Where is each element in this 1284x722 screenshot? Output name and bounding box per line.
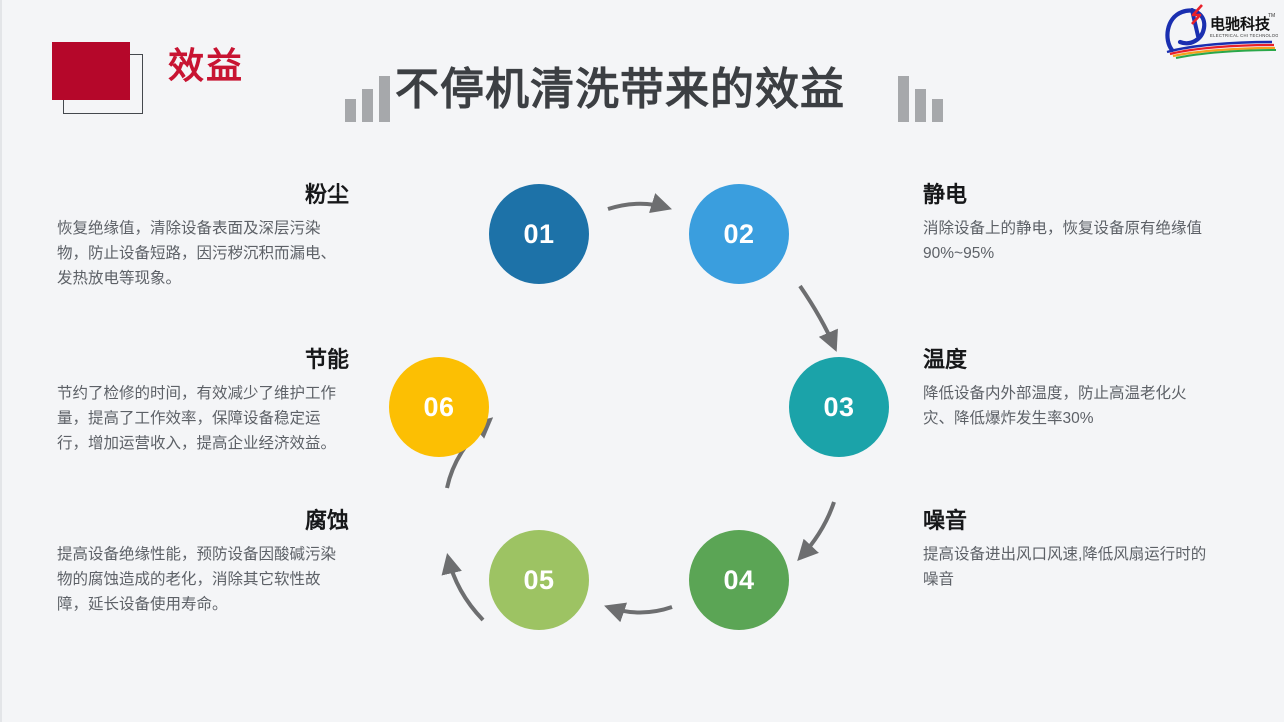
- cycle-node-02-label: 02: [723, 218, 755, 249]
- cycle-node-03-label: 03: [823, 391, 855, 422]
- arrow-01-to-02: [607, 193, 672, 214]
- cycle-node-04-label: 04: [723, 564, 755, 595]
- cycle-node-01[interactable]: 01: [489, 184, 589, 284]
- benefit-heading: 温度: [923, 347, 968, 372]
- cycle-node-03[interactable]: 03: [789, 357, 889, 457]
- benefit-body: 节约了检修的时间，有效减少了维护工作量，提高了工作效率，保障设备稳定运行，增加运…: [57, 385, 337, 453]
- benefit-block-corrosion: 腐蚀 提高设备绝缘性能，预防设备因酸碱污染物的腐蚀造成的老化，消除其它软性故障，…: [57, 508, 349, 618]
- benefit-block-noise: 噪音 提高设备进出风口风速,降低风扇运行时的噪音: [923, 508, 1215, 592]
- section-tag-label: 效益: [168, 45, 245, 86]
- benefit-block-dust: 粉尘 恢复绝缘值，清除设备表面及深层污染物，防止设备短路，因污秽沉积而漏电、发热…: [57, 182, 349, 292]
- benefit-heading: 噪音: [923, 508, 968, 533]
- svg-text:TM: TM: [1268, 13, 1275, 19]
- benefit-block-energy: 节能 节约了检修的时间，有效减少了维护工作量，提高了工作效率，保障设备稳定运行，…: [57, 347, 349, 457]
- descending-bars-icon: [898, 76, 943, 122]
- cycle-node-05[interactable]: 05: [489, 530, 589, 630]
- cycle-node-01-label: 01: [523, 218, 555, 249]
- benefit-block-static: 静电 消除设备上的静电，恢复设备原有绝缘值90%~95%: [923, 182, 1215, 266]
- page-title: 不停机清洗带来的效益: [395, 65, 845, 114]
- benefit-block-temperature: 温度 降低设备内外部温度，防止高温老化火灾、降低爆炸发生率30%: [923, 347, 1215, 431]
- arrow-02-to-03: [798, 284, 838, 352]
- benefit-body: 降低设备内外部温度，防止高温老化火灾、降低爆炸发生率30%: [923, 385, 1187, 428]
- benefit-body: 提高设备绝缘性能，预防设备因酸碱污染物的腐蚀造成的老化，消除其它软性故障，延长设…: [57, 546, 337, 614]
- arrow-05-to-06: [441, 552, 485, 622]
- cycle-node-06-label: 06: [423, 391, 455, 422]
- benefit-heading: 腐蚀: [304, 508, 349, 533]
- svg-text:电驰科技: 电驰科技: [1210, 15, 1271, 33]
- cycle-node-02[interactable]: 02: [689, 184, 789, 284]
- arrow-04-to-05: [604, 602, 673, 623]
- svg-text:ELECTRICAL CHI TECHNOLOGY: ELECTRICAL CHI TECHNOLOGY: [1210, 33, 1278, 38]
- cycle-node-04[interactable]: 04: [689, 530, 789, 630]
- benefit-heading: 节能: [304, 347, 349, 372]
- benefit-body: 提高设备进出风口风速,降低风扇运行时的噪音: [923, 546, 1207, 589]
- benefit-heading: 静电: [923, 182, 968, 207]
- ascending-bars-icon: [345, 76, 390, 122]
- left-edge-rule: [0, 0, 2, 722]
- benefit-heading: 粉尘: [304, 182, 349, 207]
- arrow-03-to-04: [797, 501, 836, 562]
- cycle-node-06[interactable]: 06: [389, 357, 489, 457]
- cycle-node-05-label: 05: [523, 564, 555, 595]
- section-tag-block: [52, 42, 130, 100]
- benefit-body: 恢复绝缘值，清除设备表面及深层污染物，防止设备短路，因污秽沉积而漏电、发热放电等…: [57, 220, 337, 288]
- benefit-body: 消除设备上的静电，恢复设备原有绝缘值90%~95%: [923, 220, 1203, 263]
- dianchi-technology-logo: 电驰科技 ELECTRICAL CHI TECHNOLOGY TM: [1162, 2, 1282, 60]
